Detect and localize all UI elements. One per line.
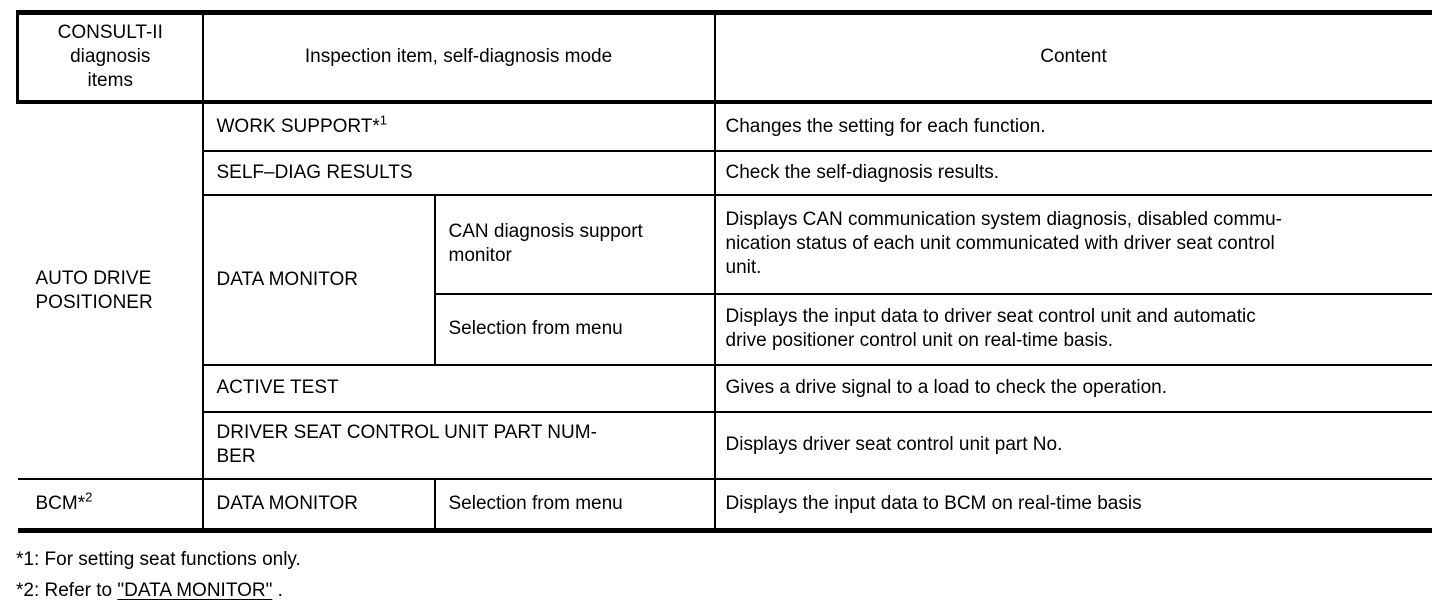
cell-content-selection-from-menu: Displays the input data to driver seat c… xyxy=(713,292,1432,366)
footnote-2-suffix: . xyxy=(272,580,283,601)
cell-group-auto-drive-positioner: AUTO DRIVE POSITIONER xyxy=(17,100,204,480)
cell-active-test: ACTIVE TEST xyxy=(201,363,716,413)
footnotes: *1: For setting seat functions only. *2:… xyxy=(16,544,301,604)
footnote-2: *2: Refer to "DATA MONITOR" . xyxy=(16,575,301,604)
row-data-monitor-can: DATA MONITOR CAN diagnosis support monit… xyxy=(18,193,1432,366)
table-header-row: CONSULT-II diagnosis items Inspection it… xyxy=(16,10,1432,104)
bcm-footnote-marker: 2 xyxy=(85,489,93,505)
cell-driver-seat-part-number: DRIVER SEAT CONTROL UNIT PART NUM- BER xyxy=(201,410,716,480)
row-self-diag-results: SELF–DIAG RESULTS Check the self-diagnos… xyxy=(18,149,1432,196)
footnote-1: *1: For setting seat functions only. xyxy=(16,549,301,570)
cell-content-bcm: Displays the input data to BCM on real-t… xyxy=(713,477,1432,533)
bcm-label: BCM* xyxy=(35,492,86,514)
cell-can-diagnosis-support-monitor: CAN diagnosis support monitor xyxy=(433,193,716,295)
cell-content-work-support: Changes the setting for each function. xyxy=(713,100,1432,152)
row-bcm: BCM*2 DATA MONITOR Selection from menu D… xyxy=(17,477,1432,533)
cell-data-monitor: DATA MONITOR xyxy=(201,193,436,366)
header-diagnosis-items: CONSULT-II diagnosis items xyxy=(16,10,204,104)
cell-content-self-diag-results: Check the self-diagnosis results. xyxy=(713,149,1432,196)
work-support-label: WORK SUPPORT* xyxy=(216,115,380,137)
cell-content-can-diagnosis: Displays CAN communication system diagno… xyxy=(713,193,1432,295)
row-data-monitor-menu: Selection from menu Displays the input d… xyxy=(18,292,1432,366)
row-part-number: DRIVER SEAT CONTROL UNIT PART NUM- BER D… xyxy=(18,410,1432,480)
header-diagnosis-items-label: CONSULT-II diagnosis items xyxy=(57,22,163,92)
header-inspection-item: Inspection item, self-diagnosis mode xyxy=(201,10,716,104)
work-support-footnote-marker: 1 xyxy=(379,112,388,128)
data-monitor-link[interactable]: "DATA MONITOR" xyxy=(117,580,273,601)
consult-ii-diagnosis-table: CONSULT-II diagnosis items Inspection it… xyxy=(16,10,1432,533)
header-content: Content xyxy=(713,10,1432,104)
cell-work-support: WORK SUPPORT*1 xyxy=(201,100,716,152)
cell-content-part-number: Displays driver seat control unit part N… xyxy=(713,410,1432,480)
footnote-2-prefix: *2: Refer to xyxy=(16,580,118,601)
cell-selection-from-menu: Selection from menu xyxy=(433,292,716,366)
cell-bcm-data-monitor: DATA MONITOR xyxy=(201,477,436,533)
row-work-support: AUTO DRIVE POSITIONER WORK SUPPORT*1 Cha… xyxy=(17,100,1432,480)
cell-group-bcm: BCM*2 xyxy=(17,477,204,533)
row-active-test: ACTIVE TEST Gives a drive signal to a lo… xyxy=(18,363,1432,413)
cell-content-active-test: Gives a drive signal to a load to check … xyxy=(713,363,1432,413)
cell-self-diag-results: SELF–DIAG RESULTS xyxy=(201,149,716,196)
cell-bcm-selection-from-menu: Selection from menu xyxy=(433,477,716,533)
